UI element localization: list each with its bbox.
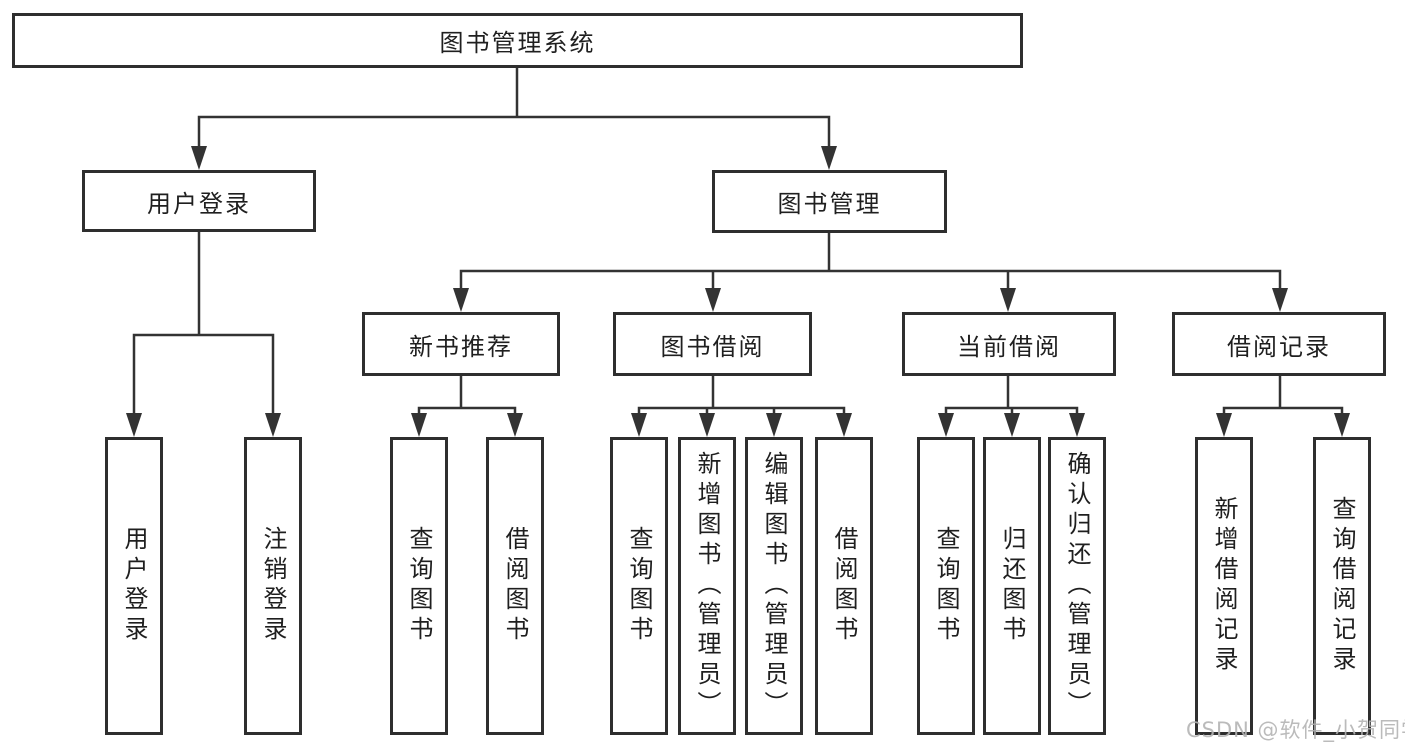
node-current-borrow-label: 当前借阅: [957, 332, 1061, 361]
node-book-borrow: 图书借阅: [613, 312, 812, 376]
node-book-management: 图书管理: [712, 170, 947, 233]
leaf-query-books-recommend: 查询图书: [390, 437, 448, 735]
node-current-borrow: 当前借阅: [902, 312, 1116, 376]
leaf-query-books-recommend-label: 查询图书: [405, 526, 433, 646]
node-root-label: 图书管理系统: [439, 29, 596, 57]
leaf-add-book-admin-label: 新增图书（管理员）: [693, 451, 721, 721]
node-root-system: 图书管理系统: [12, 13, 1023, 68]
leaf-borrow-books-recommend-label: 借阅图书: [501, 526, 529, 646]
arrowheads: [126, 146, 1350, 437]
leaf-logout-label: 注销登录: [259, 526, 287, 646]
leaf-confirm-return-admin: 确认归还（管理员）: [1048, 437, 1106, 735]
leaf-borrow-books: 借阅图书: [815, 437, 873, 735]
leaf-query-books-borrow-label: 查询图书: [625, 526, 653, 646]
leaf-user-login: 用户登录: [105, 437, 163, 735]
leaf-borrow-books-recommend: 借阅图书: [486, 437, 544, 735]
csdn-watermark: CSDN @软件_小贺同学: [1186, 718, 1405, 742]
leaf-query-borrow-record: 查询借阅记录: [1313, 437, 1371, 735]
node-new-book-recommend-label: 新书推荐: [409, 332, 513, 361]
leaf-query-books-borrow: 查询图书: [610, 437, 668, 735]
node-book-management-label: 图书管理: [777, 190, 882, 218]
leaf-query-books-current-label: 查询图书: [932, 526, 960, 646]
leaf-edit-book-admin: 编辑图书（管理员）: [745, 437, 803, 735]
node-user-login: 用户登录: [82, 170, 316, 232]
node-borrow-records: 借阅记录: [1172, 312, 1386, 376]
leaf-add-borrow-record: 新增借阅记录: [1195, 437, 1253, 735]
leaf-edit-book-admin-label: 编辑图书（管理员）: [760, 451, 788, 721]
leaf-query-borrow-record-label: 查询借阅记录: [1328, 496, 1356, 676]
leaf-add-book-admin: 新增图书（管理员）: [678, 437, 736, 735]
leaf-borrow-books-label: 借阅图书: [830, 526, 858, 646]
node-borrow-records-label: 借阅记录: [1227, 332, 1331, 361]
leaf-confirm-return-admin-label: 确认归还（管理员）: [1063, 451, 1091, 721]
leaf-user-login-label: 用户登录: [120, 526, 148, 646]
leaf-return-book: 归还图书: [983, 437, 1041, 735]
leaf-return-book-label: 归还图书: [998, 526, 1026, 646]
leaf-add-borrow-record-label: 新增借阅记录: [1210, 496, 1238, 676]
leaf-logout: 注销登录: [244, 437, 302, 735]
node-user-login-label: 用户登录: [147, 189, 251, 218]
node-book-borrow-label: 图书借阅: [660, 332, 765, 361]
node-new-book-recommend: 新书推荐: [362, 312, 560, 376]
leaf-query-books-current: 查询图书: [917, 437, 975, 735]
